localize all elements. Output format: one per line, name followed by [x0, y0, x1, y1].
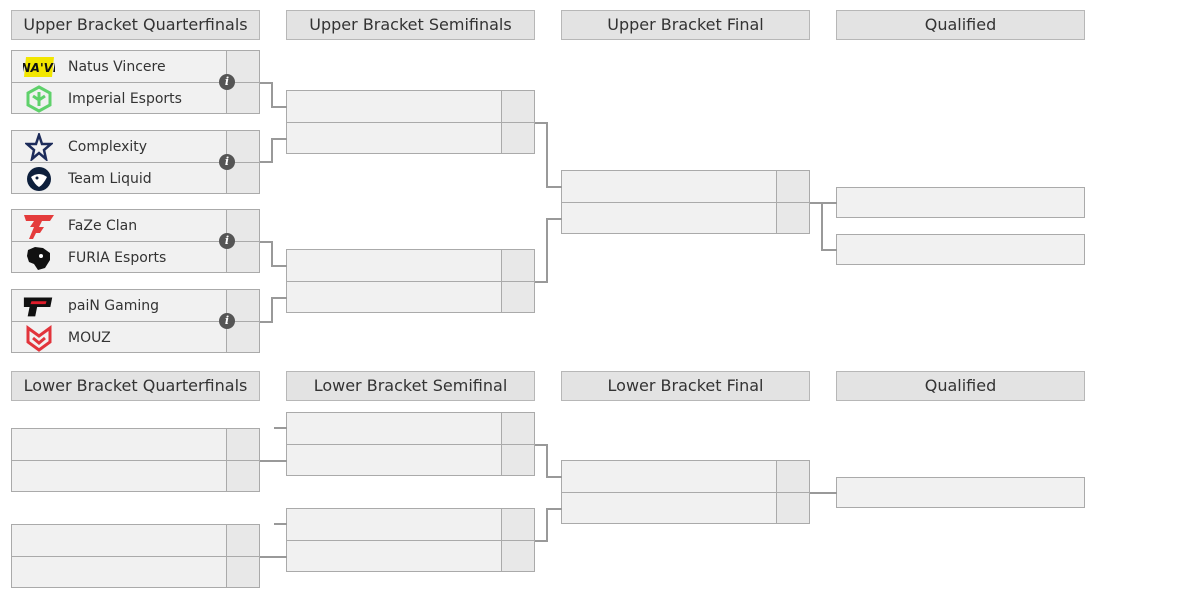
match-team-row[interactable]: NA'VI Natus Vincere: [12, 51, 228, 83]
upper-sf-match-2[interactable]: [286, 249, 535, 313]
imperial-logo-icon: [22, 84, 56, 113]
score-cell: [226, 525, 259, 587]
score-cell: [501, 91, 534, 153]
team-name: paiN Gaming: [68, 297, 159, 314]
complexity-logo-icon: [22, 132, 56, 161]
info-icon[interactable]: i: [219, 233, 235, 249]
mouz-logo-icon: [22, 324, 56, 352]
upper-qf-match-3[interactable]: FaZe Clan FURIA Esports i: [11, 209, 260, 273]
header-lower-qualified: Qualified: [836, 371, 1085, 401]
upper-qf-match-4[interactable]: paiN Gaming MOUZ i: [11, 289, 260, 353]
upper-qualified-slot-2: [836, 234, 1085, 265]
header-lower-final: Lower Bracket Final: [561, 371, 810, 401]
team-name: FaZe Clan: [68, 217, 138, 234]
header-upper-final: Upper Bracket Final: [561, 10, 810, 40]
team-name: Natus Vincere: [68, 58, 166, 75]
upper-qf-match-2[interactable]: Complexity Team Liquid i: [11, 130, 260, 194]
upper-qualified-slot-1: [836, 187, 1085, 218]
score-cell: [501, 250, 534, 312]
match-team-row[interactable]: FaZe Clan: [12, 210, 228, 242]
lower-qualified-slot: [836, 477, 1085, 508]
svg-text:NA'VI: NA'VI: [23, 61, 55, 75]
score-cell: [501, 509, 534, 571]
upper-qf-match-1[interactable]: NA'VI Natus Vincere Imperial Esports i: [11, 50, 260, 114]
score-cell: [226, 429, 259, 491]
match-team-row[interactable]: FURIA Esports: [12, 242, 228, 273]
score-cell: [776, 461, 809, 523]
team-name: Team Liquid: [68, 170, 152, 187]
lower-qf-match-2[interactable]: [11, 524, 260, 588]
upper-sf-match-1[interactable]: [286, 90, 535, 154]
match-team-row[interactable]: Complexity: [12, 131, 228, 163]
team-name: Imperial Esports: [68, 90, 182, 107]
header-lower-quarterfinals: Lower Bracket Quarterfinals: [11, 371, 260, 401]
team-name: FURIA Esports: [68, 249, 167, 266]
match-team-row[interactable]: MOUZ: [12, 322, 228, 353]
score-cell: [776, 171, 809, 233]
lower-final-match[interactable]: [561, 460, 810, 524]
match-team-row[interactable]: paiN Gaming: [12, 290, 228, 322]
liquid-logo-icon: [22, 165, 56, 193]
info-icon[interactable]: i: [219, 154, 235, 170]
match-team-row[interactable]: Imperial Esports: [12, 83, 228, 114]
header-upper-quarterfinals: Upper Bracket Quarterfinals: [11, 10, 260, 40]
match-team-row[interactable]: Team Liquid: [12, 163, 228, 194]
header-upper-semifinals: Upper Bracket Semifinals: [286, 10, 535, 40]
info-icon[interactable]: i: [219, 313, 235, 329]
lower-sf-match-2[interactable]: [286, 508, 535, 572]
lower-qf-match-1[interactable]: [11, 428, 260, 492]
furia-logo-icon: [22, 244, 56, 272]
team-name: Complexity: [68, 138, 148, 155]
upper-final-match[interactable]: [561, 170, 810, 234]
info-icon[interactable]: i: [219, 74, 235, 90]
lower-sf-match-1[interactable]: [286, 412, 535, 476]
header-upper-qualified: Qualified: [836, 10, 1085, 40]
faze-logo-icon: [22, 212, 56, 240]
navi-logo-icon: NA'VI: [22, 53, 56, 81]
header-lower-semifinal: Lower Bracket Semifinal: [286, 371, 535, 401]
team-name: MOUZ: [68, 329, 111, 346]
score-cell: [501, 413, 534, 475]
pain-logo-icon: [22, 292, 56, 320]
